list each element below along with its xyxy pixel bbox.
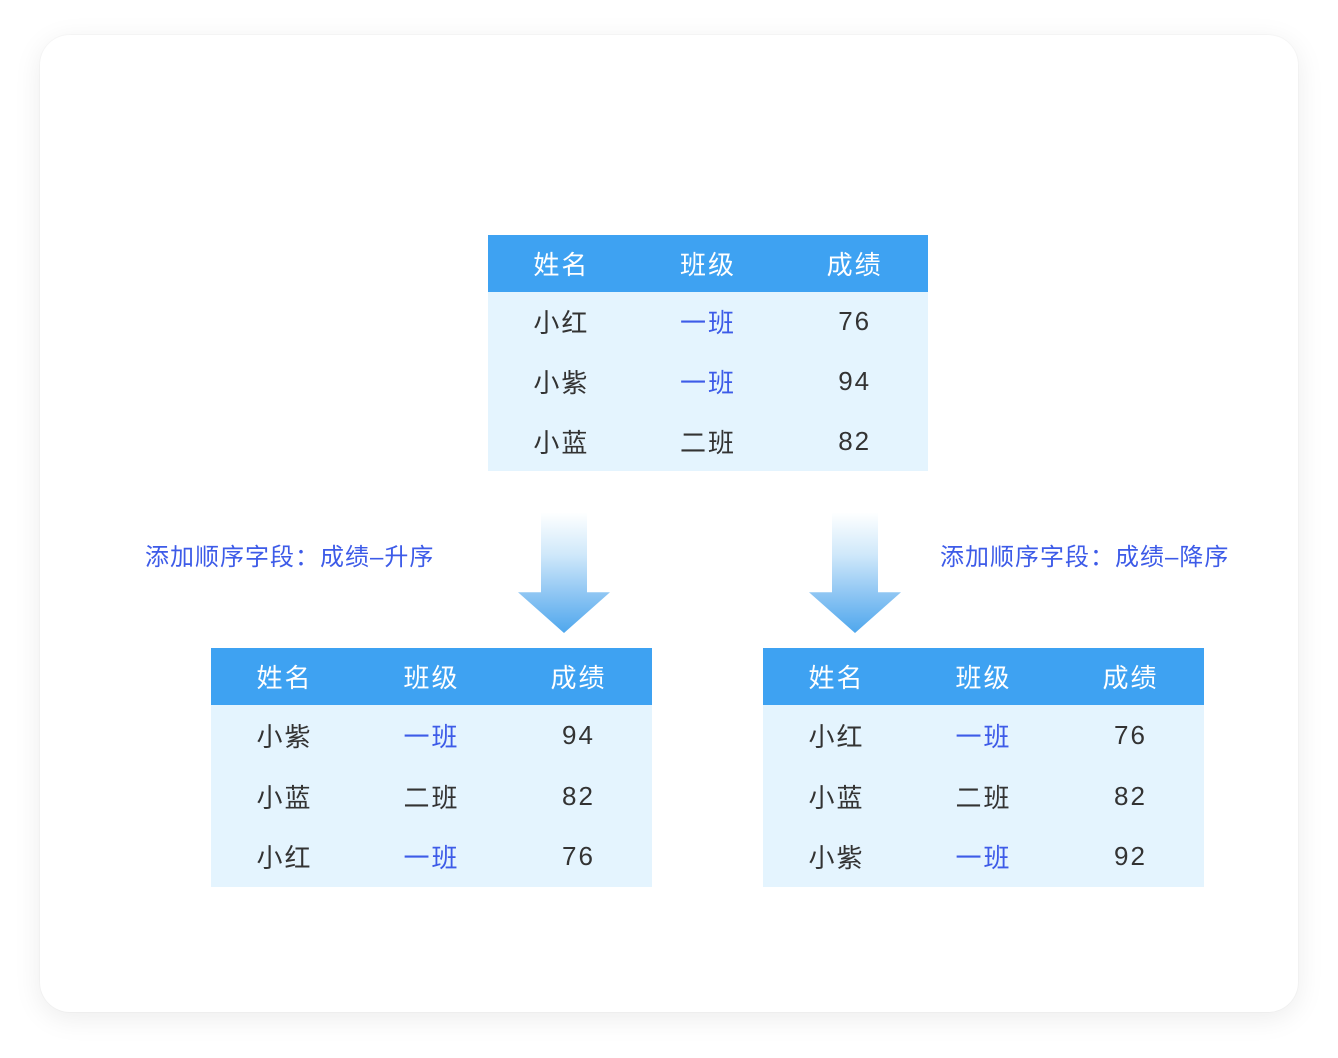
cell-class: 一班: [403, 721, 460, 752]
column-header-class: 班级: [403, 663, 460, 693]
cell-name: 小紫: [808, 843, 865, 874]
table-row: 小红 一班 76: [763, 705, 1204, 766]
cell-class: 二班: [680, 427, 737, 458]
cell-score: 82: [838, 425, 872, 456]
descending-flow-label: 添加顺序字段：成绩–降序: [940, 544, 1230, 571]
cell-name: 小蓝: [256, 782, 313, 813]
table-row: 小紫 一班 94: [211, 705, 652, 766]
cell-class: 二班: [403, 782, 460, 813]
source-table-body: 小红 一班 76 小紫 一班 94 小蓝 二班 82: [488, 292, 928, 471]
cell-score: 82: [562, 780, 595, 811]
cell-name: 小紫: [533, 368, 590, 398]
cell-name: 小紫: [256, 721, 313, 752]
table-row: 小蓝 二班 82: [488, 411, 928, 471]
ascending-table-body: 小紫 一班 94 小蓝 二班 82 小红 一班 76: [211, 705, 652, 887]
descending-result-table: 姓名 班级 成绩 小红 一班 76 小蓝 二班 82 小紫 一班 92: [763, 648, 1204, 887]
ascending-flow-label: 添加顺序字段：成绩–升序: [145, 544, 435, 571]
column-header-score: 成绩: [1102, 663, 1159, 693]
ascending-result-table: 姓名 班级 成绩 小紫 一班 94 小蓝 二班 82 小红 一班 76: [211, 648, 652, 887]
cell-name: 小蓝: [533, 427, 590, 458]
cell-class: 一班: [403, 843, 460, 874]
down-arrow-icon: [518, 513, 610, 633]
column-header-class: 班级: [955, 663, 1012, 693]
down-arrow-icon: [809, 513, 901, 633]
table-row: 小红 一班 76: [211, 826, 652, 887]
cell-score: 76: [838, 306, 872, 337]
cell-score: 76: [1114, 719, 1147, 750]
table-row: 小紫 一班 94: [488, 352, 928, 412]
source-table: 姓名 班级 成绩 小红 一班 76 小紫 一班 94 小蓝 二班 82: [488, 235, 928, 471]
cell-score: 92: [1114, 841, 1147, 872]
descending-table-body: 小红 一班 76 小蓝 二班 82 小紫 一班 92: [763, 705, 1204, 887]
cell-score: 94: [562, 719, 595, 750]
descending-table-header-row: 姓名 班级 成绩: [763, 648, 1204, 705]
column-header-score: 成绩: [826, 250, 883, 280]
column-header-score: 成绩: [550, 663, 607, 693]
column-header-name: 姓名: [808, 663, 865, 693]
table-row: 小紫 一班 92: [763, 826, 1204, 887]
source-table-header-row: 姓名 班级 成绩: [488, 235, 928, 292]
cell-name: 小红: [533, 308, 590, 339]
cell-name: 小蓝: [808, 782, 865, 813]
cell-class: 一班: [680, 308, 737, 339]
cell-score: 82: [1114, 780, 1147, 811]
table-row: 小红 一班 76: [488, 292, 928, 352]
table-row: 小蓝 二班 82: [211, 766, 652, 827]
cell-class: 一班: [680, 368, 737, 398]
cell-name: 小红: [808, 721, 865, 752]
cell-class: 二班: [955, 782, 1012, 813]
column-header-name: 姓名: [256, 663, 313, 693]
canvas-card: 姓名 班级 成绩 小红 一班 76 小紫 一班 94 小蓝 二班 82: [40, 35, 1298, 1012]
cell-name: 小红: [256, 843, 313, 874]
cell-score: 76: [562, 841, 595, 872]
cell-class: 一班: [955, 843, 1012, 874]
cell-score: 94: [838, 366, 872, 396]
cell-class: 一班: [955, 721, 1012, 752]
column-header-class: 班级: [680, 250, 737, 280]
ascending-table-header-row: 姓名 班级 成绩: [211, 648, 652, 705]
table-row: 小蓝 二班 82: [763, 766, 1204, 827]
column-header-name: 姓名: [533, 250, 590, 280]
